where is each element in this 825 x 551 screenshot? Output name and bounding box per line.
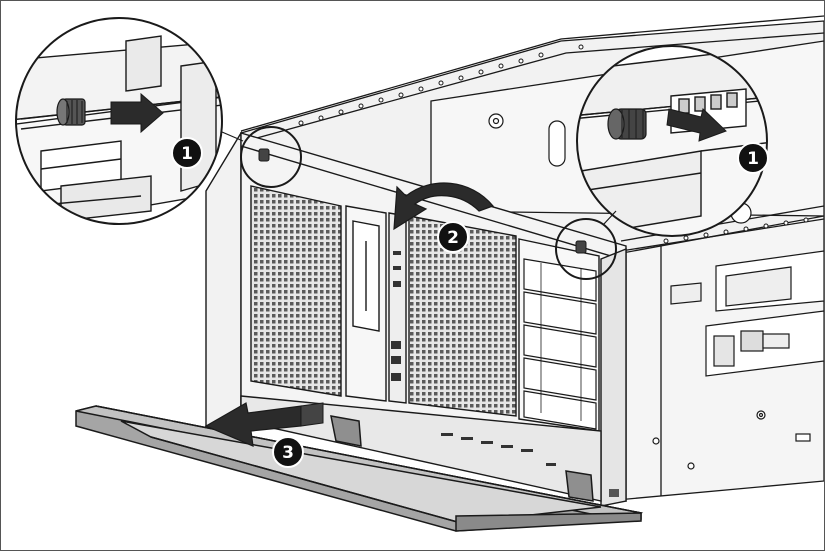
arrow-right-icon — [110, 92, 164, 134]
callout-leaders — [221, 131, 617, 226]
step-badge-1-left: 1 — [171, 137, 203, 169]
step-number: 3 — [282, 443, 294, 463]
step-badge-3: 3 — [272, 436, 304, 468]
rail-holes — [298, 44, 809, 244]
step-badge-2: 2 — [437, 221, 469, 253]
bottom-slots — [441, 433, 619, 497]
step-number: 2 — [447, 228, 459, 248]
arrow-left-icon — [204, 402, 324, 447]
step-number: 1 — [747, 149, 759, 169]
drive-bays — [523, 258, 597, 430]
io-strip-ports — [391, 251, 401, 381]
step-badge-1-right: 1 — [737, 142, 769, 174]
detail-circle-right — [576, 45, 768, 237]
side-connectors — [670, 250, 824, 377]
thumbscrew-icon — [607, 108, 647, 140]
detail-circle-left — [15, 17, 223, 225]
callout-thumbscrews — [258, 148, 587, 254]
callout-circles — [240, 126, 617, 280]
arrow-right-icon — [666, 108, 727, 142]
step-number: 1 — [181, 144, 193, 164]
curved-arrow-icon — [393, 182, 495, 231]
thumbscrew-icon — [56, 98, 86, 126]
front-bezel — [75, 405, 644, 532]
